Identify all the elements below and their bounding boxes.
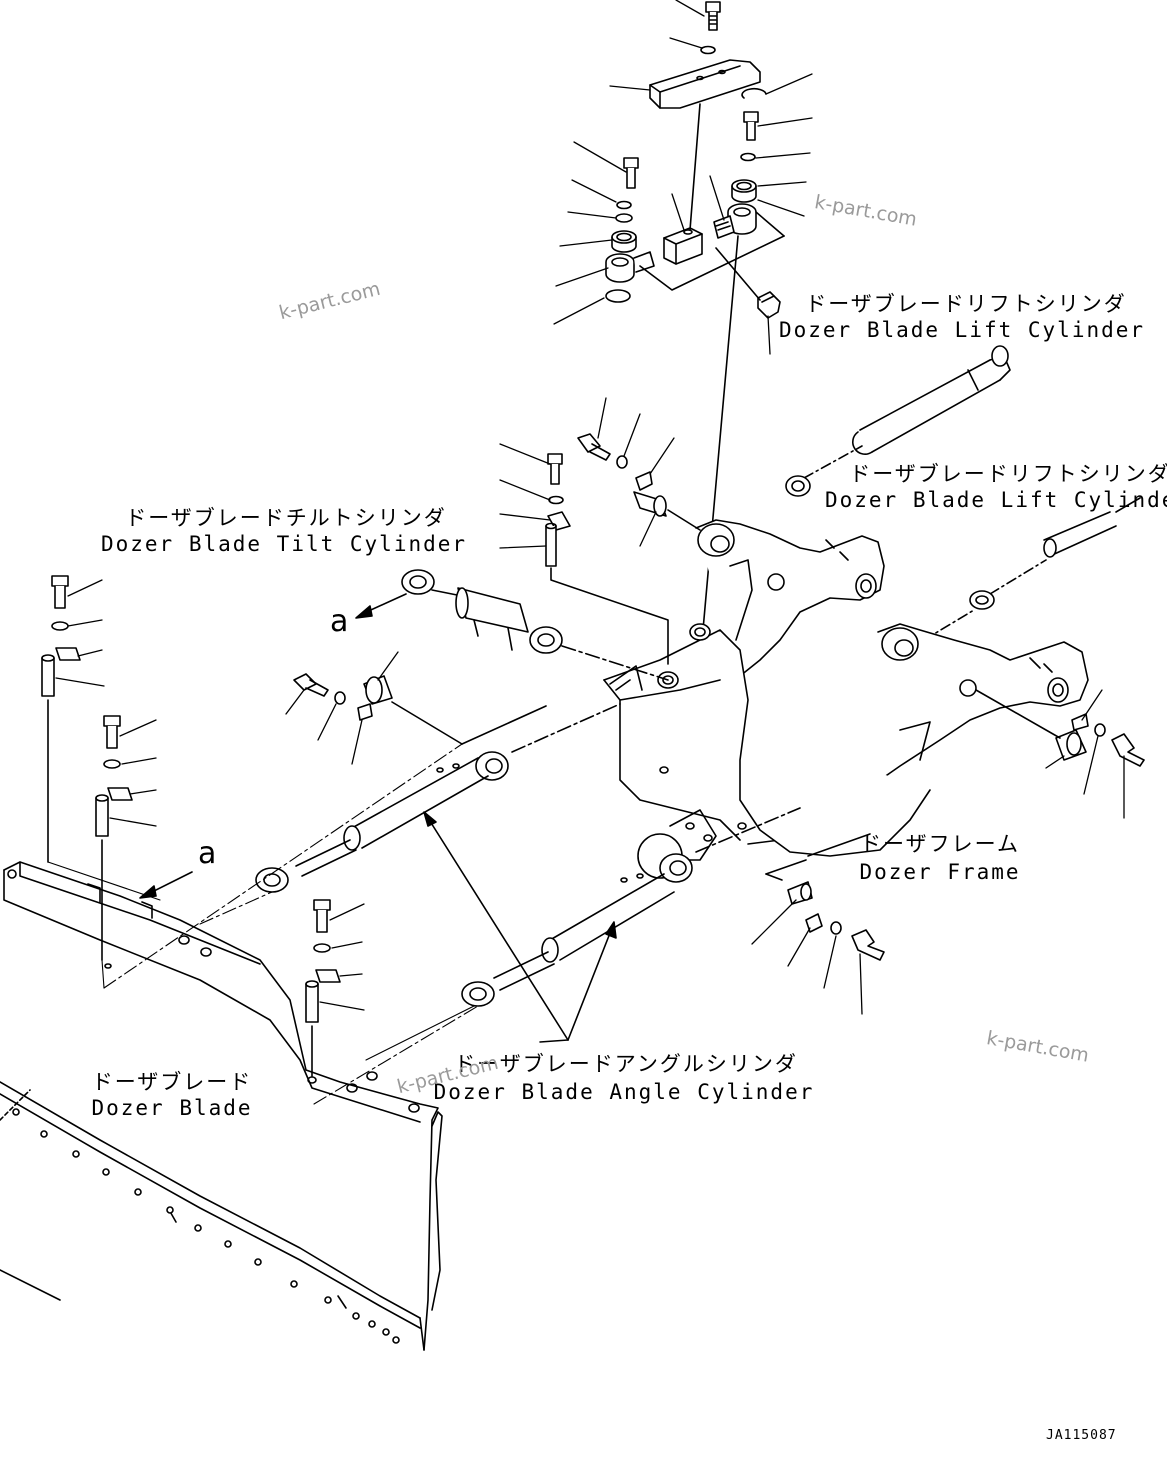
bushing-left xyxy=(611,230,637,253)
grease-nipple xyxy=(757,291,781,319)
tilt-cylinder-label-en: Dozer Blade Tilt Cylinder xyxy=(100,532,468,556)
bushing-right xyxy=(731,179,757,203)
tilt-cylinder-label-jp: ドーザブレードチルトシリンダ xyxy=(125,506,447,530)
bracket-plate xyxy=(649,59,761,109)
lift-cylinder-1-label-jp: ドーザブレードリフトシリンダ xyxy=(805,292,1127,316)
washer-left-2 xyxy=(615,213,633,223)
pin-set-left-1 xyxy=(41,575,81,863)
dozer-blade xyxy=(0,861,443,1351)
pin-set-left-2 xyxy=(95,715,133,961)
callout-leaders-top xyxy=(553,0,813,355)
angle-cylinder-left xyxy=(255,703,621,893)
washer-right xyxy=(740,152,756,162)
bolt-left xyxy=(623,157,639,189)
lift-cylinder-2 xyxy=(923,497,1141,641)
pin-set-far-right xyxy=(975,689,1145,767)
lift-cylinder-2-label-en: Dozer Blade Lift Cylinder xyxy=(824,488,1167,512)
tilt-cylinder xyxy=(401,569,669,681)
top-bracket-assembly xyxy=(605,1,785,631)
angle-cylinder-label-jp: ドーザブレードアングルシリンダ xyxy=(454,1052,798,1076)
eye-block-right xyxy=(713,203,757,239)
washer-left-1 xyxy=(616,200,632,210)
dozer-blade-label-en: Dozer Blade xyxy=(91,1096,253,1120)
reference-arrows xyxy=(139,593,871,1043)
dozer-frame-label-jp: ドーザフレーム xyxy=(860,832,1020,856)
washer-top xyxy=(700,45,716,55)
lift-cylinder-2-label-jp: ドーザブレードリフトシリンダ xyxy=(849,462,1167,486)
lift-cylinder-1 xyxy=(785,345,1011,497)
pin-set-center xyxy=(293,673,547,745)
pin-set-top xyxy=(545,433,701,665)
pin-set-right xyxy=(765,859,885,961)
tee-fitting xyxy=(663,227,703,265)
pin-set-blade xyxy=(305,899,341,1077)
oring-left xyxy=(605,289,631,303)
drawing-code: JA115087 xyxy=(1046,1428,1117,1443)
callout-leaders-mid xyxy=(285,397,675,765)
callout-leaders-low xyxy=(55,579,1125,1015)
dozer-frame-label-en: Dozer Frame xyxy=(859,860,1021,884)
eye-block-left xyxy=(605,251,655,283)
reference-a-lower: a xyxy=(198,836,217,871)
angle-cylinder-right xyxy=(461,807,801,1007)
angle-cylinder-label-en: Dozer Blade Angle Cylinder xyxy=(433,1080,815,1104)
snap-ring xyxy=(741,87,767,99)
bolt-top xyxy=(705,1,721,31)
centerlines xyxy=(47,743,479,1105)
reference-a-upper: a xyxy=(330,604,349,639)
lift-cylinder-1-label-en: Dozer Blade Lift Cylinder xyxy=(778,318,1146,342)
dozer-frame xyxy=(603,519,1089,879)
bolt-right xyxy=(743,111,759,141)
dozer-blade-label-jp: ドーザブレード xyxy=(91,1070,253,1094)
